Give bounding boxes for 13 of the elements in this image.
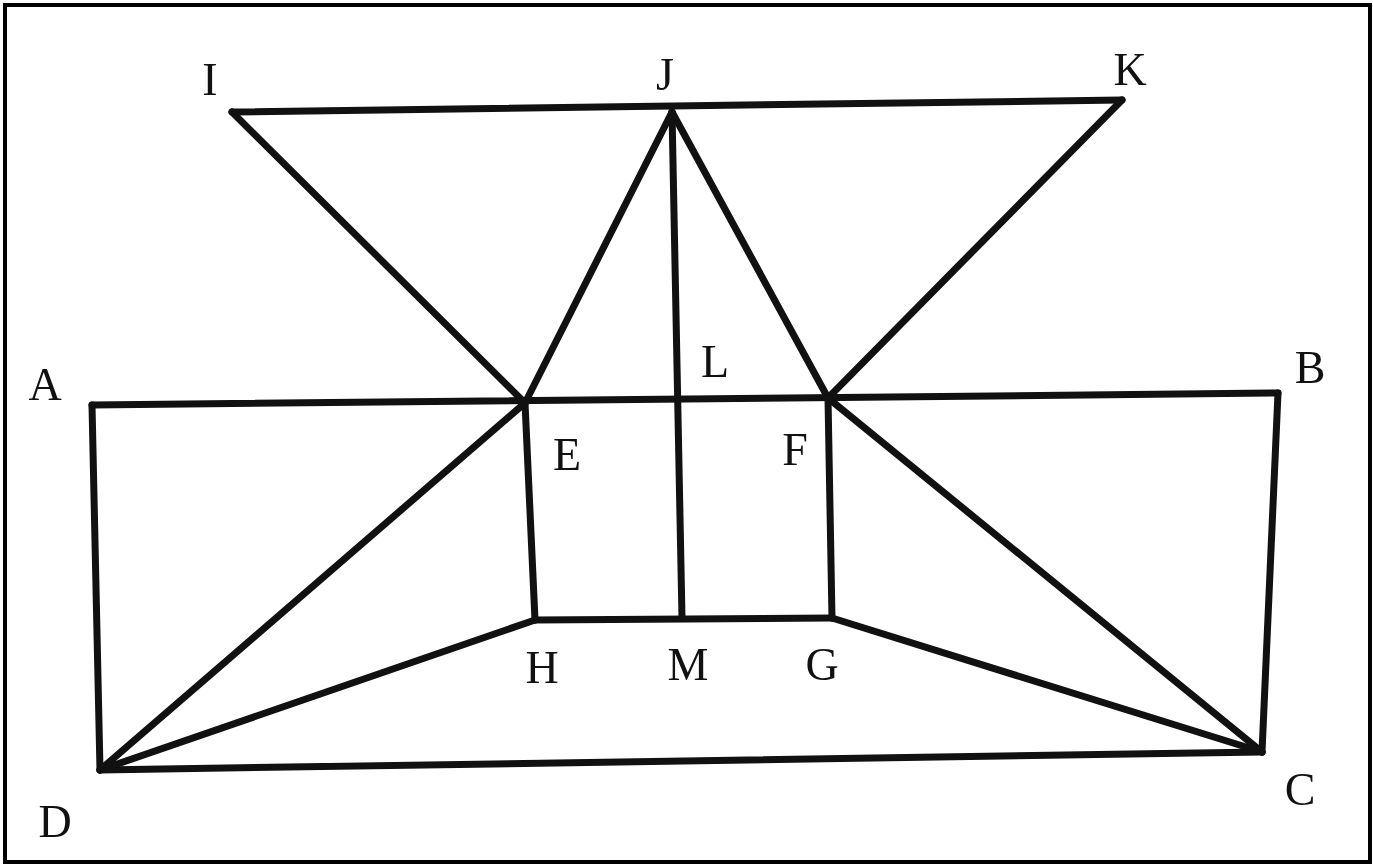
point-label: K	[1113, 47, 1147, 93]
point-label: F	[782, 427, 808, 473]
point-label: J	[656, 52, 674, 98]
point-label: H	[525, 645, 559, 691]
point-label: I	[202, 57, 218, 103]
point-label: C	[1284, 767, 1316, 813]
point-label: A	[28, 362, 62, 408]
point-label: D	[38, 799, 72, 845]
point-label: M	[667, 642, 709, 688]
point-label: L	[700, 339, 730, 385]
point-label: G	[805, 642, 839, 688]
point-label: B	[1294, 345, 1326, 391]
point-label: E	[552, 432, 582, 478]
